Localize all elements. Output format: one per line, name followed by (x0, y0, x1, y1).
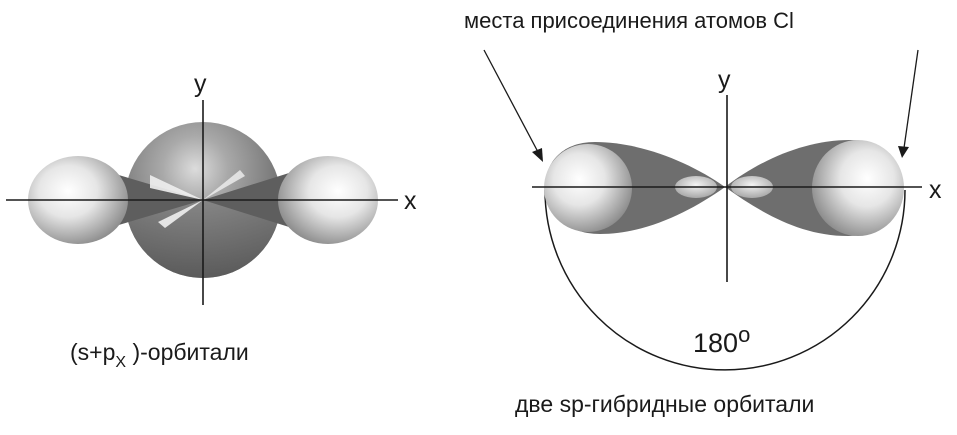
arrow-left-line (483, 49, 539, 153)
px-inner-wedge-upper (150, 175, 203, 200)
sp-lobe-left-cap (544, 144, 632, 232)
right-figure: y x места присоединения атомов Cl 180o д… (464, 8, 942, 417)
right-caption: две sp-гибридные орбитали (515, 391, 814, 417)
degree-mark: o (738, 322, 750, 347)
attachment-label: места присоединения атомов Cl (464, 8, 794, 33)
angle-label: 180o (693, 322, 750, 358)
caption-subscript: X (115, 354, 126, 371)
sp-lobe-right-cap (812, 140, 904, 236)
px-inner-wedge-right-upper (203, 170, 245, 200)
arrow-right-line (903, 49, 919, 149)
left-y-axis-label: y (194, 70, 207, 98)
angle-arc (544, 189, 906, 371)
left-x-axis-label: x (404, 187, 417, 215)
right-y-axis-label: y (718, 66, 731, 94)
arrow-right-head (898, 146, 909, 158)
right-x-axis-label: x (929, 176, 942, 204)
arrow-left-head (532, 148, 543, 162)
left-caption: (s+pX )-орбитали (70, 339, 249, 371)
left-figure: y x (s+pX )-орбитали (6, 70, 417, 371)
px-inner-wedge-lower (158, 200, 203, 228)
